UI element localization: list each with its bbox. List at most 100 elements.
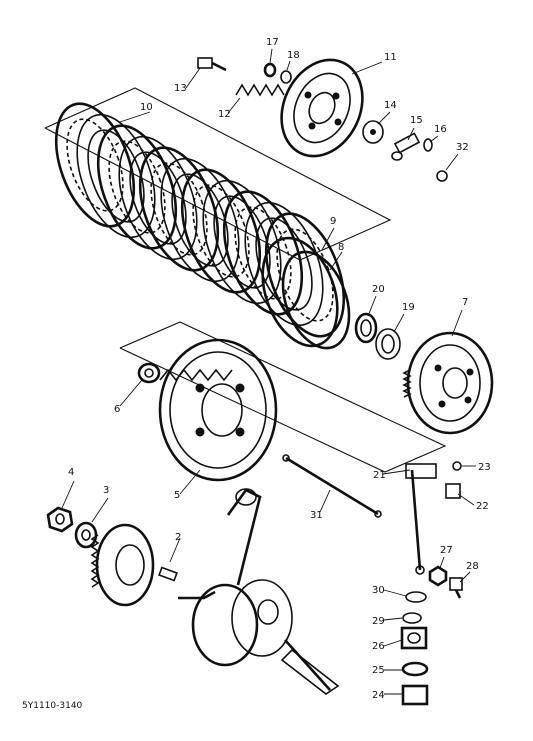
plate-inner-edge <box>150 162 208 256</box>
washer-17 <box>263 62 277 78</box>
friction-plate <box>54 102 136 228</box>
label-6: 6 <box>114 404 120 415</box>
bolt-28 <box>449 577 463 599</box>
label-31: 31 <box>310 510 323 521</box>
callout-leader-line <box>179 469 201 495</box>
washer-25 <box>401 661 429 677</box>
label-8: 8 <box>338 242 344 253</box>
label-5: 5 <box>174 490 180 501</box>
friction-plate <box>138 146 220 272</box>
clutch-spring <box>235 83 285 97</box>
callout-leader-line <box>451 309 463 337</box>
label-9: 9 <box>330 216 336 227</box>
label-4: 4 <box>68 467 74 478</box>
label-29: 29 <box>372 616 385 627</box>
callout-leader-line <box>227 97 241 114</box>
washer-6 <box>137 362 161 384</box>
callout-leader-line <box>407 127 415 141</box>
callout-leader-line <box>119 111 151 123</box>
label-32: 32 <box>456 142 469 153</box>
clutch-boss <box>402 331 494 435</box>
callout-leader-line <box>382 469 411 475</box>
friction-plate <box>180 168 262 294</box>
clutch-assembly-frame <box>119 321 447 473</box>
label-25: 25 <box>372 665 385 676</box>
label-30: 30 <box>372 585 385 596</box>
plain-plate <box>202 179 282 305</box>
nut-24 <box>401 684 429 706</box>
callout-leader-line <box>286 60 291 71</box>
cushion-ring <box>281 250 351 350</box>
label-28: 28 <box>466 561 479 572</box>
callout-leader-line <box>445 153 459 171</box>
callout-leader-line <box>383 617 403 621</box>
pressure-plate <box>280 58 364 158</box>
label-14: 14 <box>384 100 397 111</box>
plain-plate <box>160 157 240 283</box>
plate-inner-edge <box>87 129 145 223</box>
label-18: 18 <box>287 50 300 61</box>
label-17: 17 <box>266 37 279 48</box>
label-24: 24 <box>372 690 385 701</box>
friction-plate <box>96 124 178 250</box>
label-22: 22 <box>476 501 489 512</box>
woodruff-key <box>158 566 178 582</box>
plate-inner-edge <box>192 184 250 278</box>
plate-inner-edge <box>276 228 334 322</box>
washer-18 <box>280 70 292 84</box>
ball-16 <box>423 138 433 152</box>
callout-leader-line <box>321 227 335 251</box>
nut-27 <box>428 565 448 587</box>
label-10: 10 <box>140 102 153 113</box>
callout-leader-line <box>393 313 405 333</box>
callout-leader-line <box>383 639 403 647</box>
push-plate <box>362 120 384 144</box>
callout-leader-line <box>269 48 273 64</box>
label-13: 13 <box>174 83 187 94</box>
callout-leader-line <box>61 480 75 509</box>
callout-leader-line <box>383 589 407 597</box>
plate-inner-edge <box>66 118 124 212</box>
label-3: 3 <box>103 485 109 496</box>
clutch-housing <box>158 338 278 482</box>
callout-leader-line <box>329 251 343 271</box>
clutch-bolt <box>197 57 227 72</box>
label-20: 20 <box>372 284 385 295</box>
friction-plate <box>222 190 304 316</box>
callout-leader-line <box>351 61 383 75</box>
plate-inner-edge <box>213 195 271 289</box>
oil-seal-30 <box>405 591 427 603</box>
crankshaft <box>178 488 340 695</box>
nut-4 <box>46 506 74 533</box>
push-rod-long <box>282 454 382 518</box>
friction-plate <box>264 212 346 338</box>
figure-code: 5Y1110-3140 <box>22 701 83 711</box>
callout-leader-line <box>185 67 201 89</box>
callout-leader-line <box>439 556 445 569</box>
primary-drive-gear <box>90 523 155 607</box>
plain-plate <box>76 113 156 239</box>
plate-inner-edge <box>234 206 292 300</box>
label-19: 19 <box>402 302 415 313</box>
callout-leader-line <box>367 295 377 317</box>
plate-inner-edge <box>129 151 187 245</box>
label-11: 11 <box>384 52 397 63</box>
label-7: 7 <box>462 297 468 308</box>
callout-leader-line <box>459 571 471 583</box>
thrust-washer <box>375 328 401 360</box>
plate-inner-edge <box>108 140 166 234</box>
label-27: 27 <box>440 545 453 556</box>
plate-inner-edge <box>171 173 229 267</box>
push-rod-short <box>391 132 421 161</box>
callout-leader-line <box>377 111 391 125</box>
housing-26 <box>400 626 428 650</box>
lock-washer-3 <box>74 521 98 549</box>
callout-leader-line <box>457 493 475 506</box>
callout-leader-line <box>119 379 143 407</box>
ball-32 <box>436 170 448 182</box>
callout-leader-line <box>91 497 109 523</box>
label-23: 23 <box>478 462 491 473</box>
plain-plate <box>118 135 198 261</box>
label-26: 26 <box>372 641 385 652</box>
